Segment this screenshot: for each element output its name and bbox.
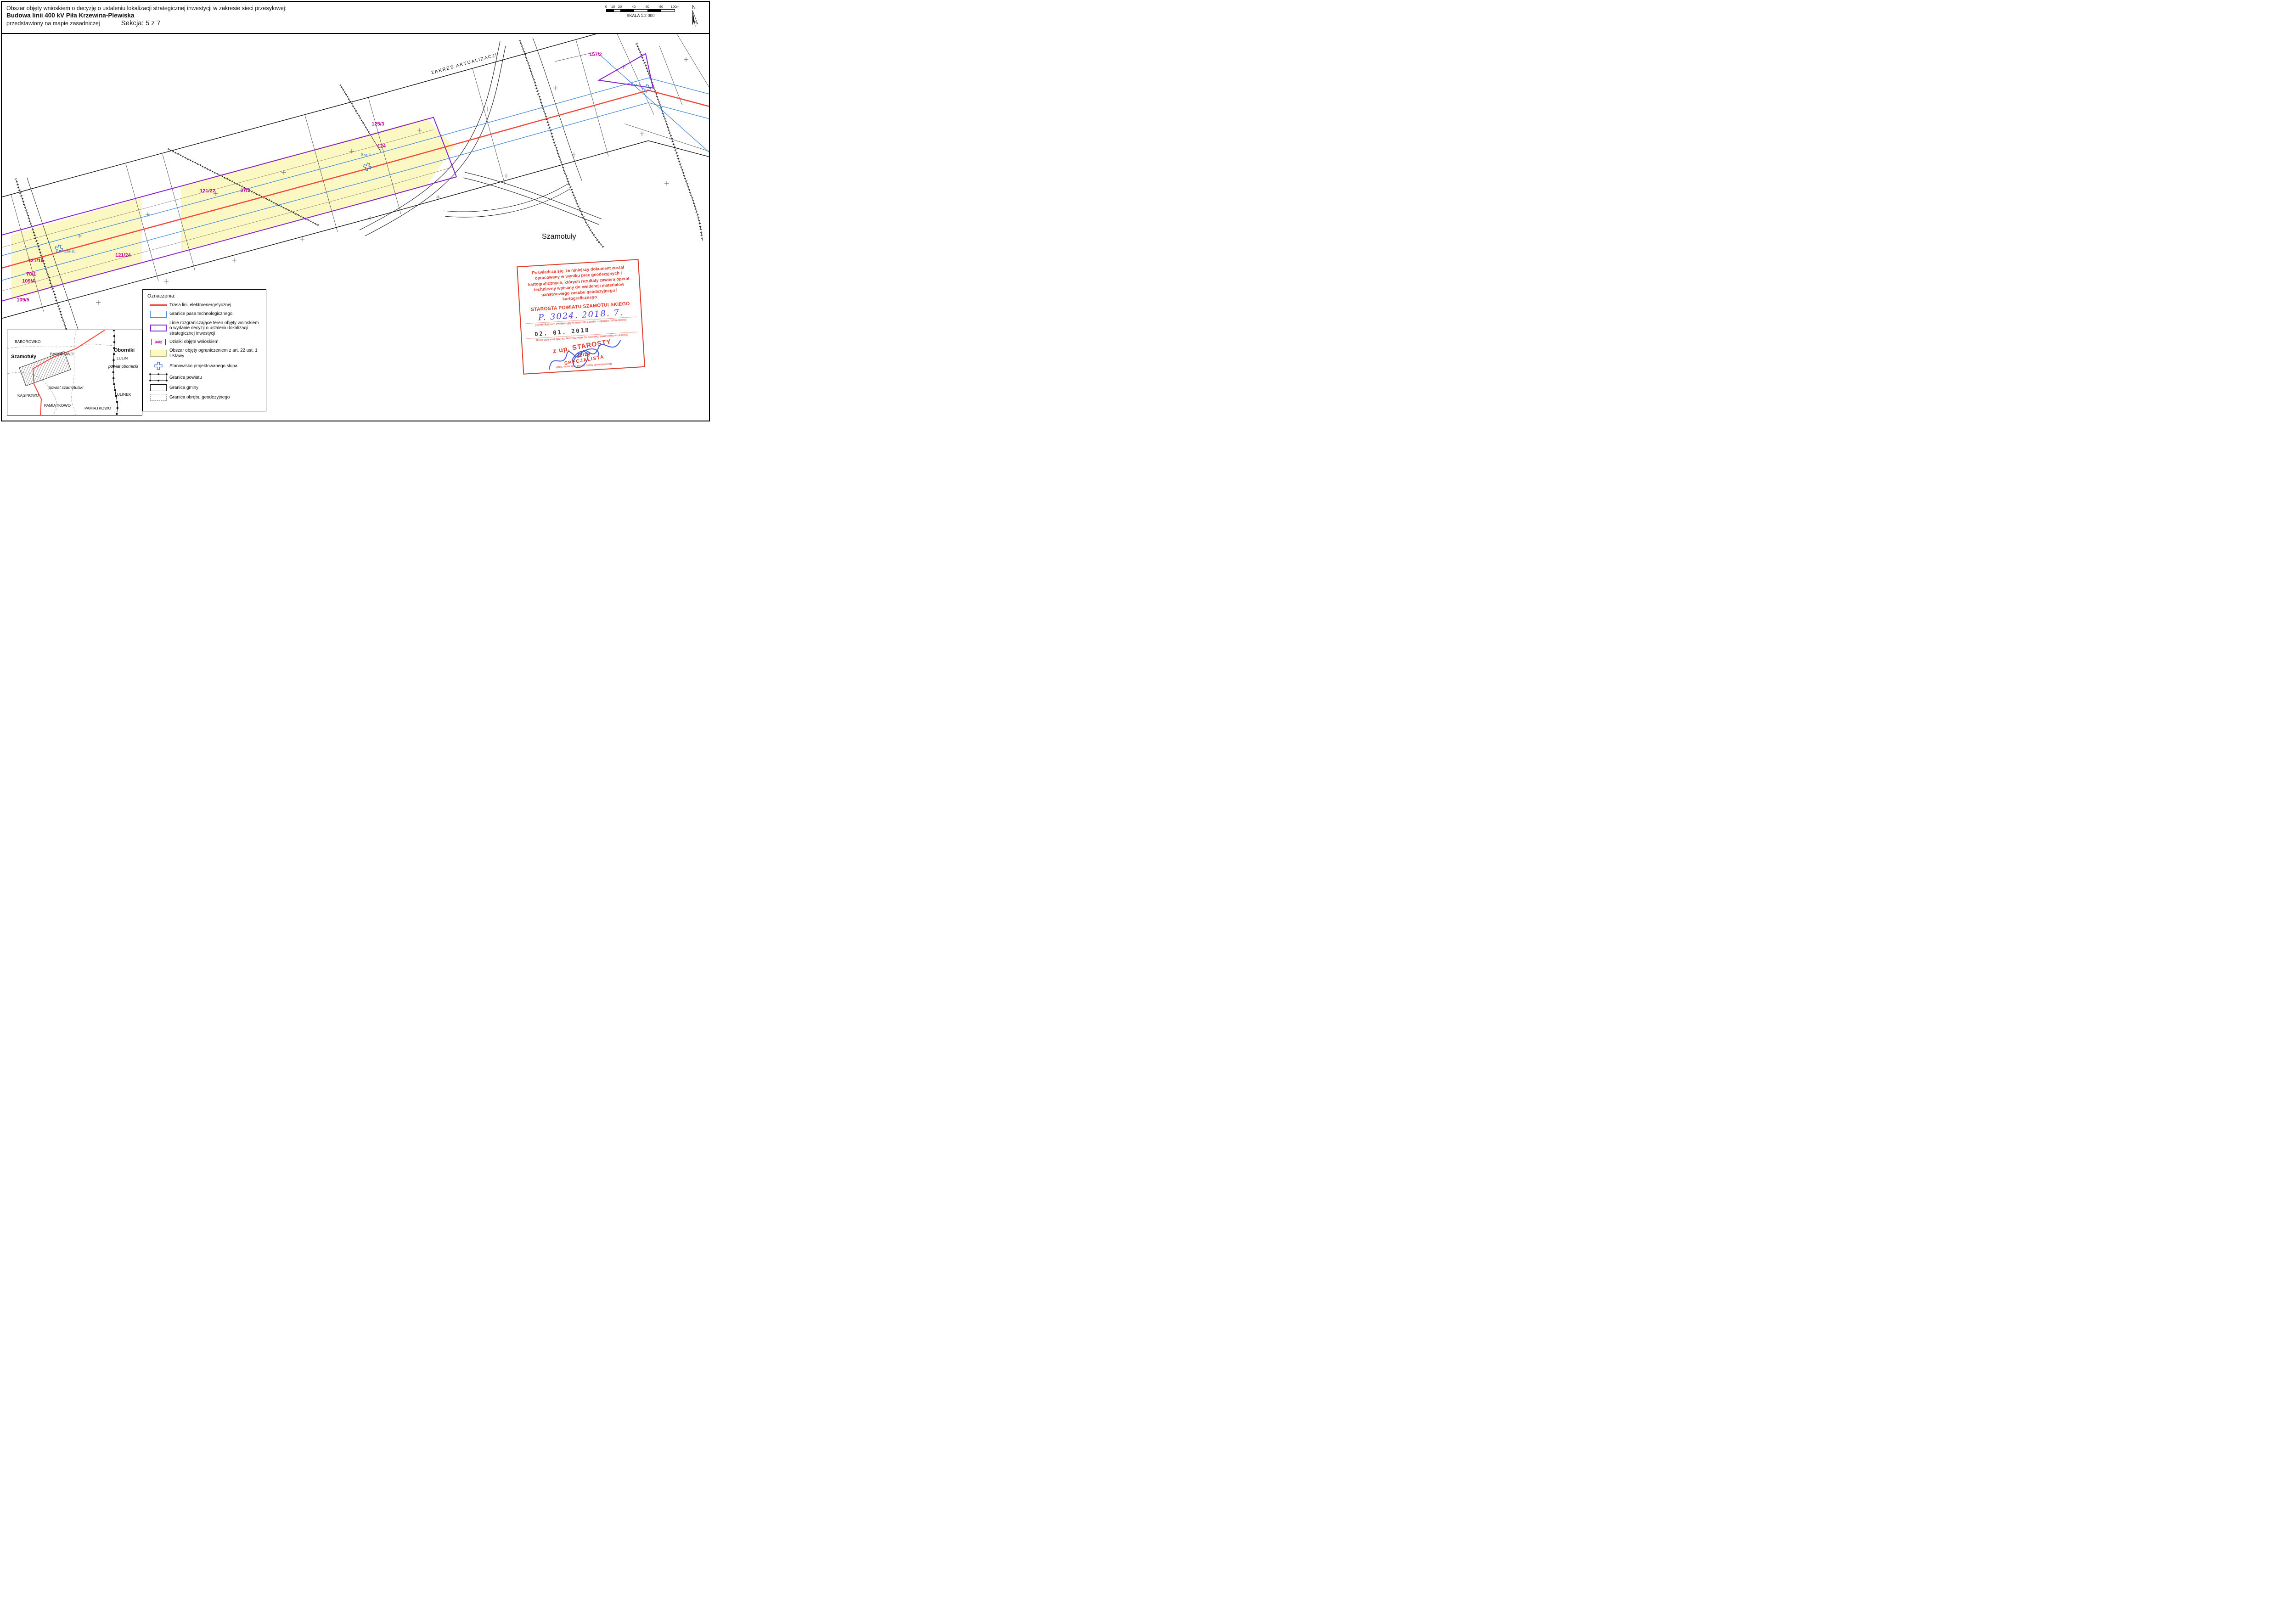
parcel-label: 121/19: [28, 258, 44, 264]
inset-place-label: Oborniki: [114, 348, 135, 353]
inset-district-label: powiat szamotulski: [49, 385, 84, 390]
north-arrow-icon: N: [692, 5, 698, 27]
inset-locator-map: BABORÓWKO Szamotuły BABOROWO Oborniki LU…: [7, 330, 142, 415]
parcel-label: 121/22: [200, 188, 215, 194]
legend-item-parcels: 94/2 Działki objęte wnioskiem: [147, 339, 261, 346]
parcel-label: 37/1: [240, 188, 250, 193]
inset-place-label: PAMIĄTKOWO: [84, 406, 111, 410]
parcel-sample-box: 94/2: [151, 339, 166, 346]
city-label: Szamotuły: [542, 233, 576, 241]
legend-item-delimiting: Linie rozgraniczające teren objęty wnios…: [147, 320, 261, 337]
county-boundary-swatch: [149, 373, 168, 382]
inset-map-graphics: [7, 330, 118, 415]
inset-place-label: BABOROWO: [50, 352, 74, 356]
scale-tick: 80: [659, 5, 664, 9]
parcel-label: 70/1: [26, 272, 36, 277]
route-line-swatch: [150, 304, 167, 306]
legend: Oznaczenia: Trasa linii elektroenergetyc…: [142, 289, 266, 411]
inset-place-label: LULIN: [117, 356, 128, 360]
header-title-bold: Budowa linii 400 kV Piła Krzewina-Plewis…: [6, 12, 135, 19]
map-sheet: Obszar objęty wnioskiem o decyzję o usta…: [1, 1, 710, 421]
cadastral-lines: [11, 34, 709, 312]
legend-title: Oznaczenia:: [147, 293, 176, 299]
scale-block: 0 10 20 40 60 80 100m SKALA 1:2 000: [603, 5, 681, 18]
north-label: N: [692, 5, 696, 10]
scale-ticks: 0 10 20 40 60 80 100m: [605, 5, 679, 9]
restricted-area-art22: [11, 118, 454, 300]
scale-bar: [606, 9, 675, 12]
scale-tick: 10: [611, 5, 615, 9]
tower-label: Sza-10: [64, 249, 76, 253]
scale-tick: 100m: [670, 5, 680, 9]
stamp-certification-text: Poświadcza się, że niniejszy dokument zo…: [528, 265, 630, 302]
tower-label: Sza-8: [631, 83, 641, 87]
delimiting-lines: [2, 53, 654, 302]
parcel-label: 121/24: [115, 253, 131, 258]
roads: [359, 41, 602, 236]
legend-item-tower: Stanowisko projektowanego słupa: [147, 361, 261, 370]
parcel-subdivision-lines: [2, 129, 455, 291]
parcel-label: 109/4: [22, 279, 35, 284]
current-section-marker: [19, 351, 71, 387]
legend-item-restriction: Obszar objęty ograniczeniem z art. 22 us…: [147, 348, 261, 359]
delimiting-swatch: [150, 325, 167, 332]
update-scope-boundary: [2, 34, 709, 319]
header-line1: Obszar objęty wnioskiem o decyzję o usta…: [6, 5, 287, 11]
scale-tick: 20: [618, 5, 622, 9]
section-indicator: Sekcja: 5 z 7: [121, 19, 161, 27]
scale-label: SKALA 1:2 000: [626, 13, 655, 18]
corridor-swatch: [150, 310, 167, 318]
parcel-label: 157/2: [589, 52, 602, 57]
inset-district-label: powiat obornicki: [108, 364, 138, 369]
legend-item-county-boundary: Granica powiatu: [147, 373, 261, 382]
certification-stamp: Poświadcza się, że niniejszy dokument zo…: [517, 259, 645, 375]
technological-corridor-lines: [2, 56, 709, 281]
commune-boundary-swatch: [150, 384, 167, 392]
railway-lines: [14, 37, 704, 343]
restriction-swatch: [150, 350, 167, 357]
power-line-route: [2, 90, 709, 269]
parcel-label: 125/3: [371, 122, 384, 127]
header: Obszar objęty wnioskiem o decyzję o usta…: [2, 2, 709, 34]
inset-place-label: Szamotuły: [11, 354, 37, 359]
legend-item-route: Trasa linii elektroenergetycznej: [147, 303, 261, 308]
legend-item-corridor: Granice pasa technologicznego: [147, 310, 261, 318]
inset-place-label: LULINEK: [115, 392, 131, 397]
precinct-boundary-swatch: [150, 394, 167, 401]
legend-item-commune-boundary: Granica gminy: [147, 384, 261, 392]
legend-item-precinct-boundary: Granica obrębu geodezyjnego: [147, 394, 261, 401]
scale-tick: 40: [631, 5, 636, 9]
parcel-label: 124: [377, 143, 386, 149]
tower-label: Sza-9: [361, 152, 371, 157]
map-area: ZAKRES AKTUALIZACJI Szamotuły 125/3 124 …: [2, 34, 709, 421]
inset-place-label: PAMIĄTKOWO: [44, 403, 71, 408]
county-boundary-line: [112, 330, 118, 415]
signature-scribble: [548, 340, 621, 370]
scale-tick: 0: [605, 5, 608, 9]
base-map: ZAKRES AKTUALIZACJI Szamotuły 125/3 124 …: [2, 34, 709, 343]
inset-place-label: KĄSINOWO: [17, 393, 39, 398]
scale-tick: 60: [645, 5, 650, 9]
tower-symbol-icon: [154, 362, 163, 370]
deputy-signature-stamp: z up. STAROSTY Jerzy SPECJALISTA: [527, 334, 640, 372]
parcel-label: 109/5: [17, 298, 29, 303]
inset-route-line: [32, 330, 105, 415]
header-line3: przedstawiony na mapie zasadniczej: [6, 20, 100, 27]
inset-place-label: BABORÓWKO: [15, 339, 41, 344]
